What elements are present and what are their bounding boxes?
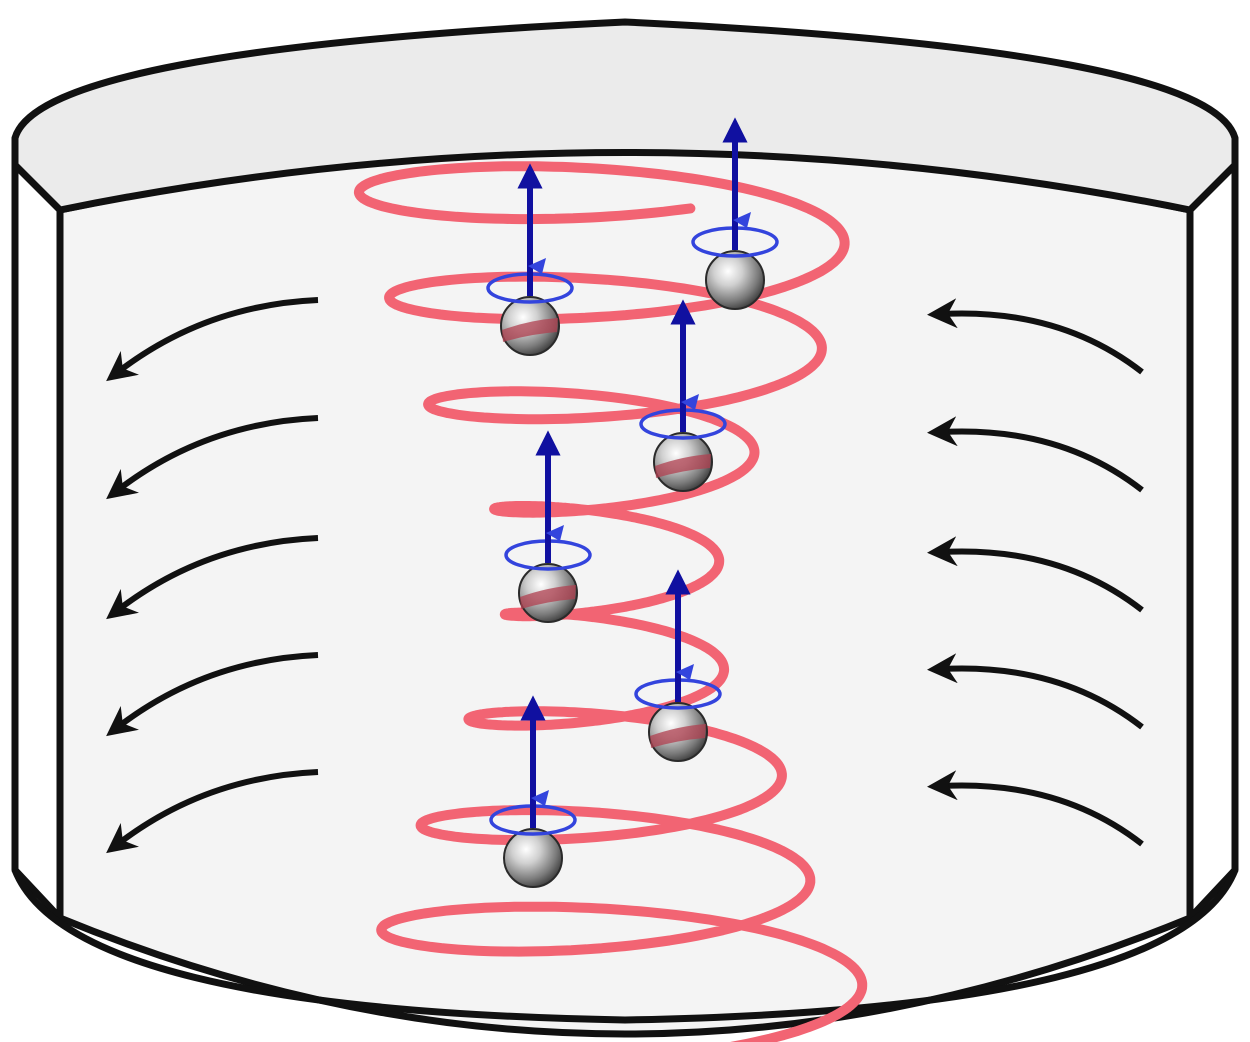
spinning-sphere-icon	[634, 569, 722, 762]
particle-band	[520, 585, 576, 609]
rotation-loop-arrowhead	[531, 790, 549, 806]
rotation-loop-arrowhead	[676, 664, 694, 680]
container-wall-left	[11, 165, 63, 921]
inflow-arrows-left	[106, 297, 319, 854]
container-wall-right	[1187, 165, 1239, 921]
rotation-loop-arrowhead	[546, 525, 564, 541]
container-bottom-rim	[11, 868, 1239, 1024]
particle-sphere	[705, 250, 765, 310]
inflow-arrow-left-icon	[106, 535, 319, 620]
cylindrical-container-icon	[11, 18, 1239, 1038]
rotation-loop-icon	[486, 287, 574, 304]
particles	[486, 117, 779, 888]
spinning-sphere-icon	[489, 695, 577, 888]
spinning-sphere-icon	[504, 430, 592, 623]
particle-sphere	[503, 828, 563, 888]
inflow-arrows-right	[927, 298, 1144, 847]
spinning-sphere-icon	[691, 117, 779, 310]
rotation-loop-arrowhead	[681, 394, 699, 410]
inflow-arrow-left-icon	[106, 652, 319, 737]
rotation-loop-arrowhead	[733, 212, 751, 228]
helical-spring-icon	[353, 161, 868, 1042]
rotation-loop-icon	[634, 693, 722, 710]
particle-band	[650, 724, 706, 748]
rotation-loop-icon	[504, 554, 592, 571]
container-rim-inner-edge	[59, 150, 1191, 213]
inflow-arrow-left-icon	[106, 297, 319, 382]
inflow-arrow-right-icon	[927, 416, 1144, 493]
rotation-loop-icon	[489, 819, 577, 836]
inflow-arrow-left-icon	[106, 415, 319, 500]
inflow-arrow-right-icon	[927, 770, 1144, 847]
spinning-sphere-icon	[639, 299, 727, 492]
particle-band	[655, 454, 711, 478]
spinning-sphere-icon	[486, 163, 574, 356]
inflow-arrow-right-icon	[927, 536, 1144, 613]
inflow-arrow-right-icon	[927, 298, 1144, 375]
rotation-loop-icon	[691, 241, 779, 258]
rotation-loop-icon	[639, 423, 727, 440]
inflow-arrow-left-icon	[106, 769, 319, 854]
inflow-arrow-right-icon	[927, 653, 1144, 730]
rotation-loop-arrowhead	[528, 258, 546, 274]
particle-band	[502, 318, 558, 342]
